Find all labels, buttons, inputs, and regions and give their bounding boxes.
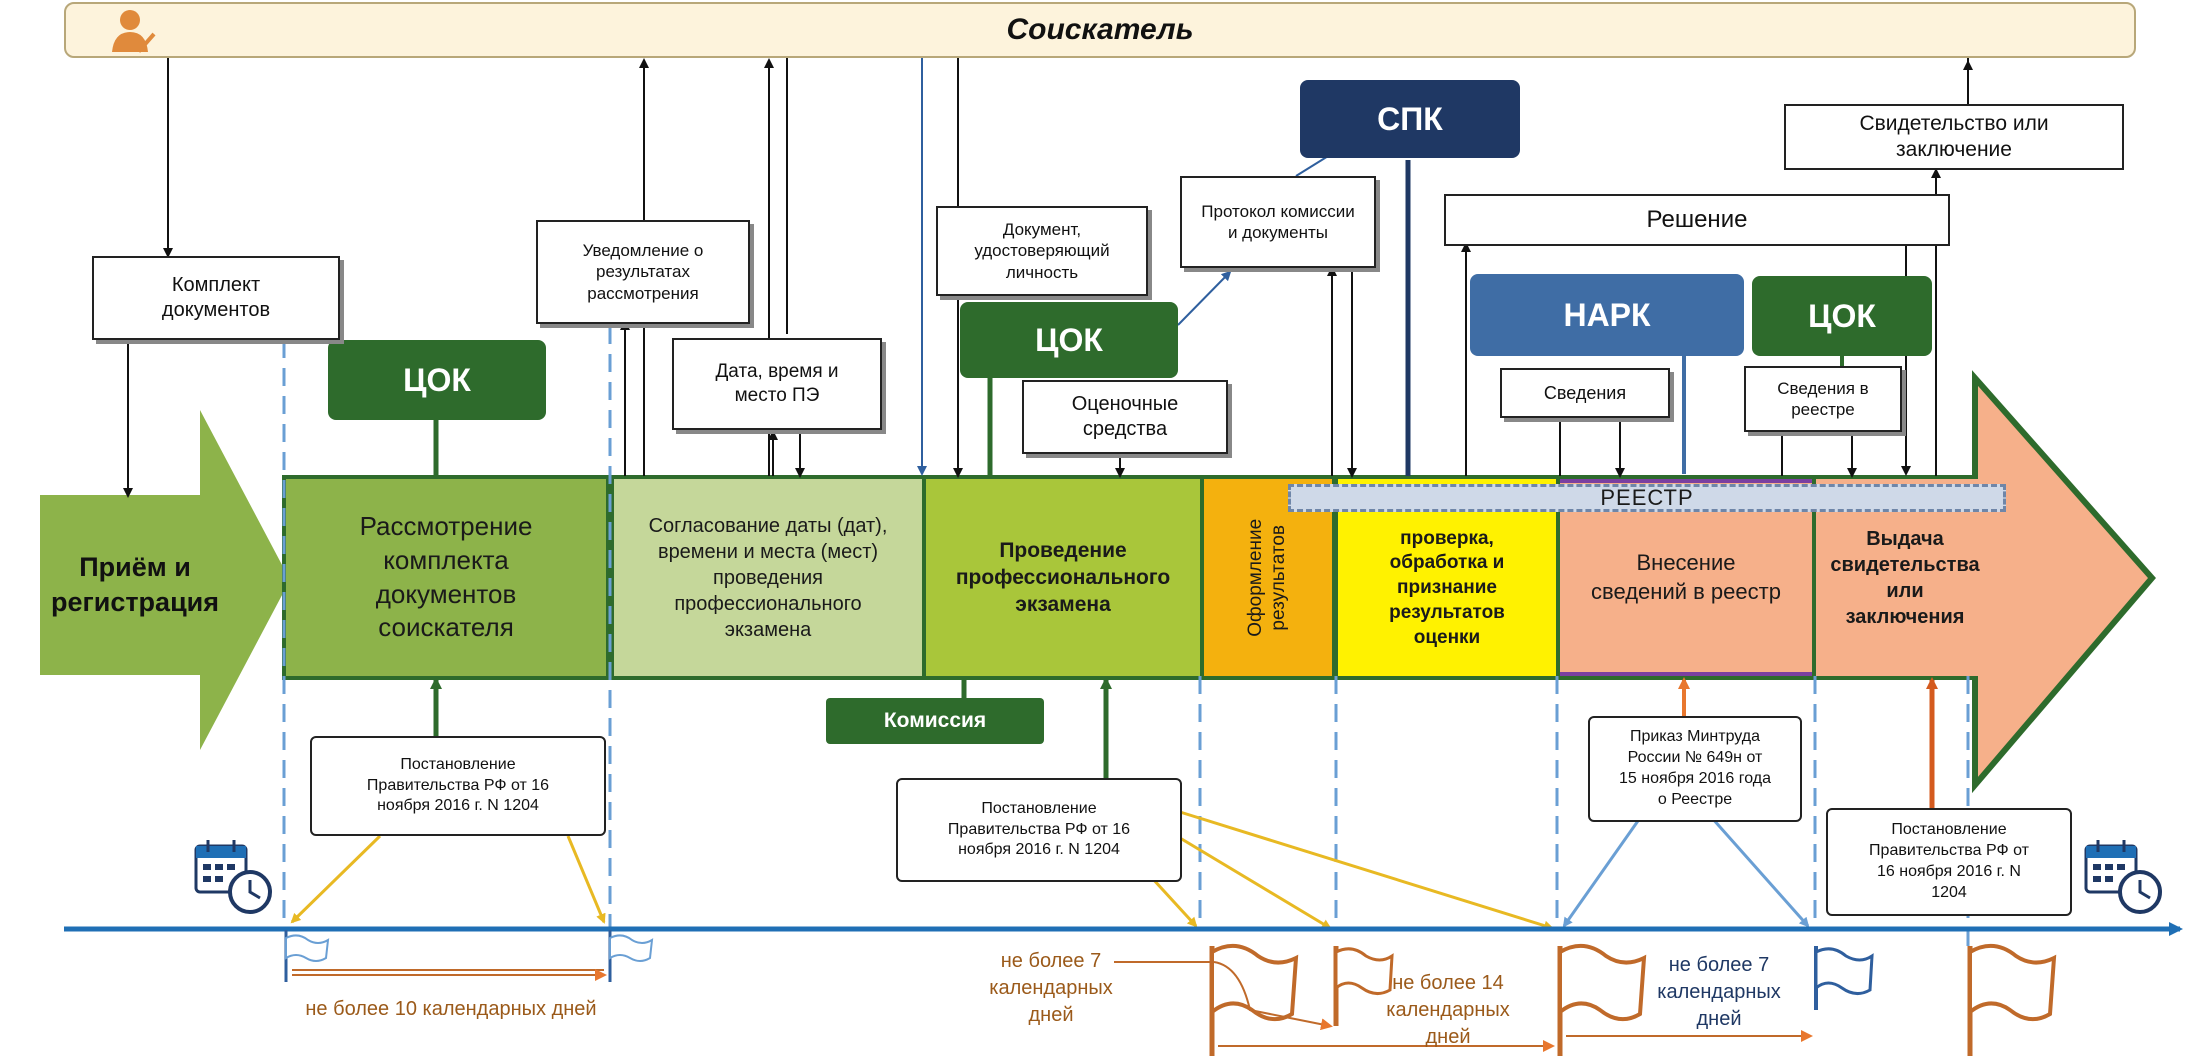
duration-note-7-days-1: не более 7 календарных дней <box>989 950 1113 1026</box>
doc-identity-document: Документ, удостоверяющий личность <box>936 206 1148 296</box>
flag-icon <box>608 930 654 982</box>
doc-document-package: Комплект документов <box>92 256 340 340</box>
nark-label: НАРК <box>1470 274 1744 356</box>
person-check-icon <box>112 10 156 53</box>
flag-icon <box>1557 944 1647 1056</box>
regulation-order-649n: Приказ Минтруда России № 649н от 15 нояб… <box>1588 716 1802 822</box>
doc-commission-protocol: Протокол комиссии и документы <box>1180 176 1376 268</box>
registry-bar: РЕЕСТР <box>1288 484 2006 512</box>
process-arrowhead <box>1972 370 2156 794</box>
duration-note-7-days-2: не более 7 календарных дней <box>1657 954 1781 1030</box>
doc-information: Сведения <box>1500 368 1670 418</box>
doc-certificate-or-conclusion: Свидетельство или заключение <box>1784 104 2124 170</box>
stage-date-agreement: Согласование даты (дат), времени и места… <box>614 479 922 676</box>
spk-label: СПК <box>1300 80 1520 158</box>
doc-review-notification: Уведомление о результатах рассмотрения <box>536 220 750 324</box>
commission-label: Комиссия <box>826 698 1044 744</box>
applicant-header: Соискатель <box>64 2 2136 58</box>
stage-exam: Проведение профессионального экзамена <box>926 479 1200 676</box>
regulation-decree-1: Постановление Правительства РФ от 16 ноя… <box>310 736 606 836</box>
duration-note-14-days: не более 14 календарных дней <box>1386 972 1510 1048</box>
calendar-clock-icon <box>194 840 272 914</box>
regulation-decree-2: Постановление Правительства РФ от 16 ноя… <box>896 778 1182 882</box>
calendar-clock-icon <box>2084 840 2162 914</box>
flag-icon <box>284 930 330 982</box>
flag-icon <box>1333 946 1394 1026</box>
regulation-decree-3: Постановление Правительства РФ от 16 ноя… <box>1826 808 2072 916</box>
stage-document-review: Рассмотрение комплекта документов соиска… <box>286 479 606 676</box>
flag-icon <box>1814 946 1874 1010</box>
page-title: Соискатель <box>1006 13 1194 46</box>
tsok-label-2: ЦОК <box>960 302 1178 378</box>
doc-assessment-tools: Оценочные средства <box>1022 380 1228 454</box>
duration-note-10-days: не более 10 календарных дней <box>305 998 597 1020</box>
doc-exam-date-place: Дата, время и место ПЭ <box>672 338 882 430</box>
stage-reception: Приём и регистрация <box>50 551 220 617</box>
doc-registry-information: Сведения в реестре <box>1744 366 1902 432</box>
doc-decision: Решение <box>1444 194 1950 246</box>
flag-icon <box>1209 944 1299 1056</box>
tsok-label-1: ЦОК <box>328 340 546 420</box>
stage-arrow-reception <box>40 410 290 750</box>
flag-icon <box>1967 944 2057 1056</box>
tsok-label-3: ЦОК <box>1752 276 1932 356</box>
